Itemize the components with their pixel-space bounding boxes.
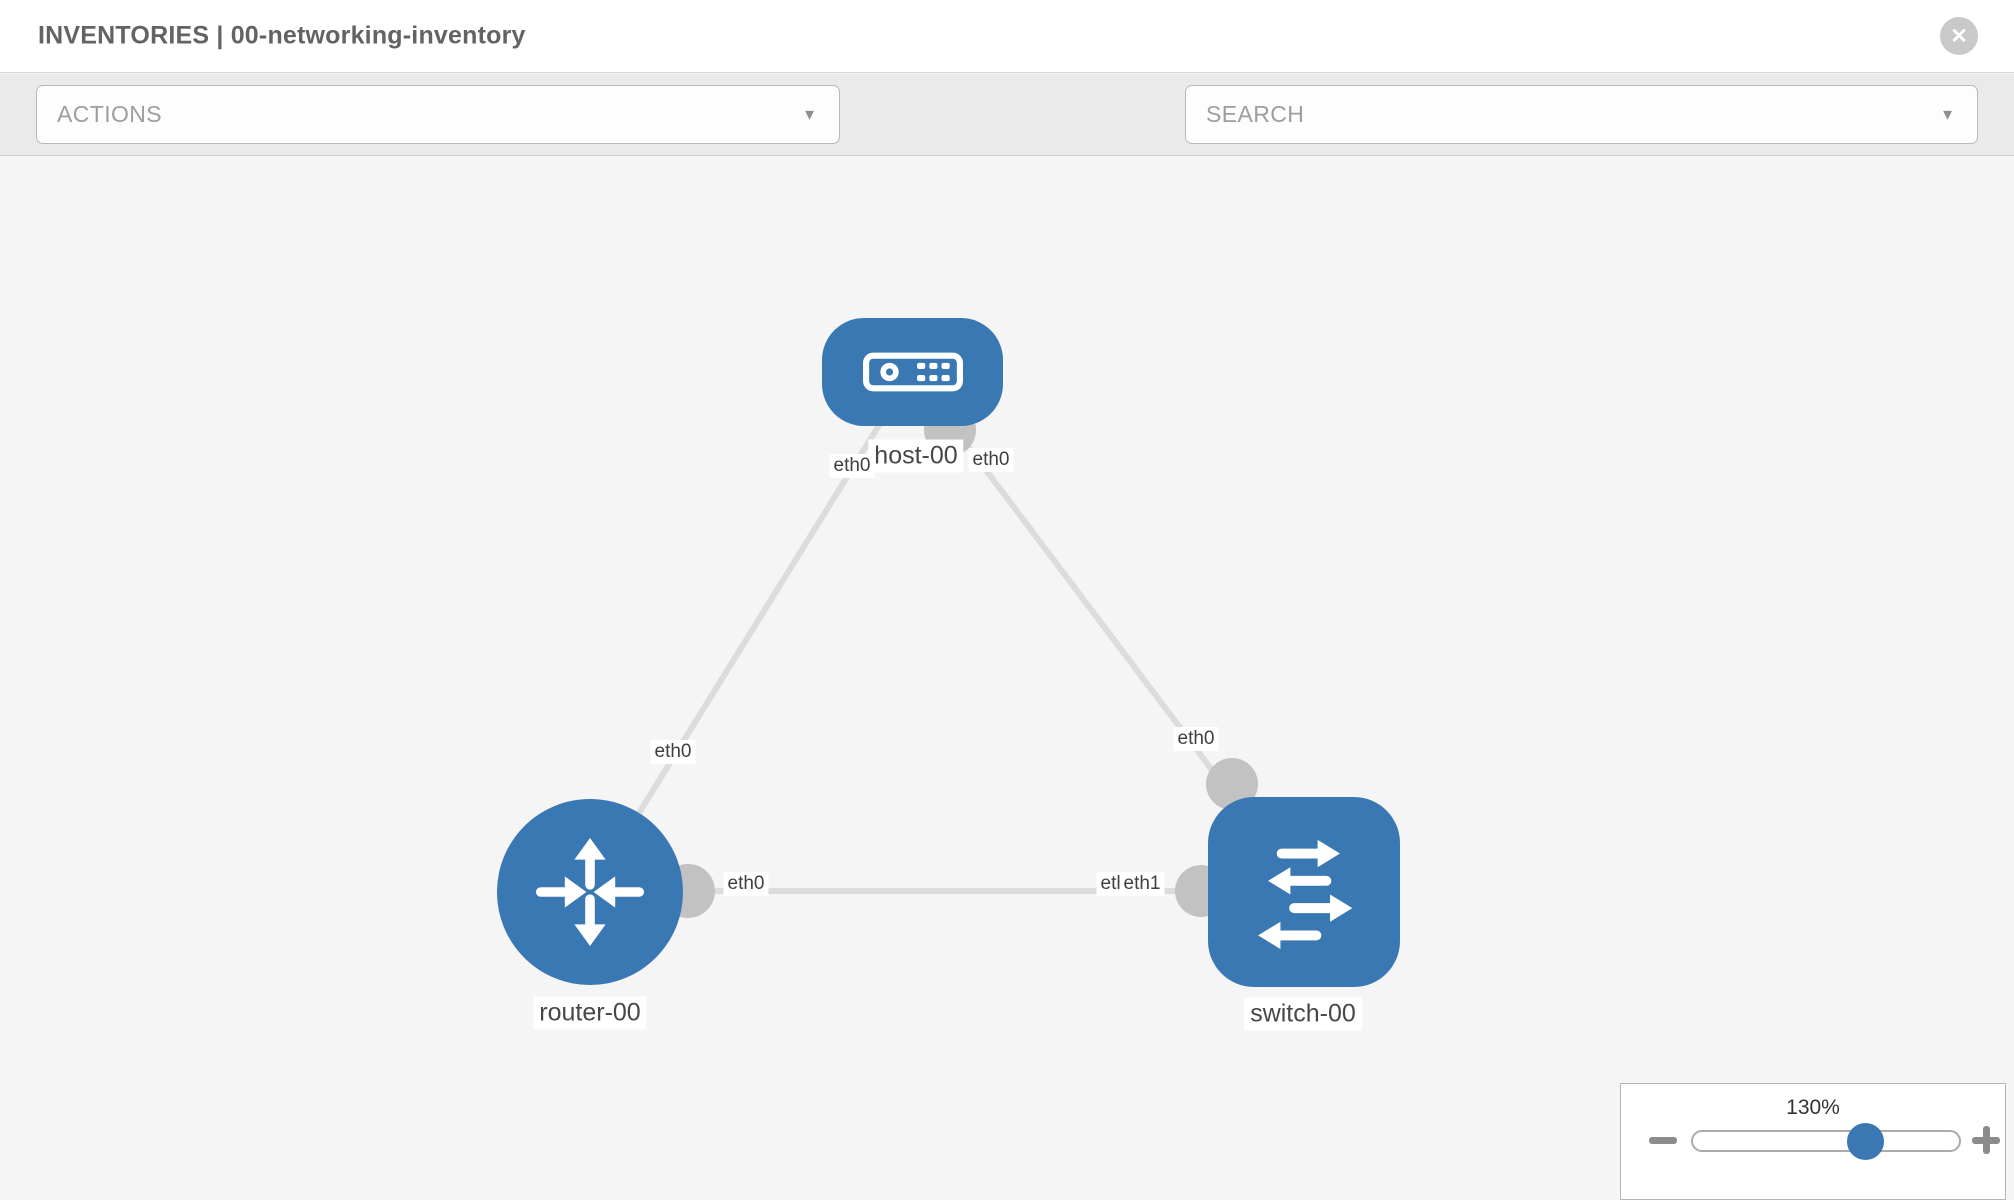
actions-dropdown[interactable]: ACTIONS ▼ [36,85,840,144]
interface-label-host-to-router: eth0 [829,454,875,478]
chevron-down-icon: ▼ [802,106,817,123]
close-icon: ✕ [1950,24,1968,48]
chevron-down-icon: ▼ [1940,106,1955,123]
interface-label-switch-eth1: eth1 [1119,872,1165,896]
interface-label-host-to-switch: eth0 [968,448,1014,472]
zoom-slider-track[interactable] [1691,1123,1961,1160]
actions-dropdown-label: ACTIONS [57,101,163,127]
zoom-slider-thumb[interactable] [1847,1123,1884,1160]
switch-icon [1258,839,1353,950]
router-icon [536,838,644,946]
page-title: INVENTORIES | 00-networking-inventory [38,21,526,50]
topology-canvas[interactable]: host-00 router-00 switch-00 eth0 eth0 et… [0,157,2014,1200]
host-icon [862,352,963,392]
node-switch-00[interactable] [1208,797,1400,987]
interface-label-router-to-switch: eth0 [723,872,769,896]
node-host-00[interactable] [822,318,1003,426]
zoom-control-panel: 130% [1620,1083,2006,1200]
node-router-00[interactable] [497,799,683,985]
close-button[interactable]: ✕ [1940,17,1978,55]
search-dropdown[interactable]: SEARCH ▼ [1185,85,1978,144]
zoom-level-value: 130% [1786,1096,1840,1119]
interface-label-router-to-host: eth0 [650,740,696,764]
interface-label-switch-to-host: eth0 [1173,727,1219,751]
zoom-in-button[interactable] [1972,1126,2000,1154]
node-label-router: router-00 [533,996,647,1030]
topology-links-layer [587,370,1307,918]
node-label-host: host-00 [868,439,964,473]
search-dropdown-label: SEARCH [1206,101,1305,127]
node-label-switch: switch-00 [1244,997,1362,1031]
toolbar: ACTIONS ▼ SEARCH ▼ [0,74,2014,210]
panel-header: INVENTORIES | 00-networking-inventory ✕ [0,0,2014,73]
zoom-out-button[interactable] [1649,1137,1677,1144]
